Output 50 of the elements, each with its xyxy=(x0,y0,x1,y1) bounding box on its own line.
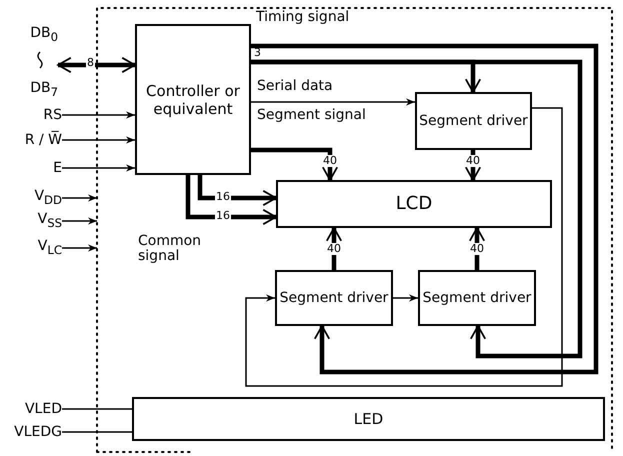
bus-arrow xyxy=(251,148,338,181)
function-block xyxy=(415,92,532,150)
signal-arrow xyxy=(245,107,563,387)
signal-arrow xyxy=(62,164,135,172)
signal-arrow xyxy=(251,98,415,106)
block-label: LED xyxy=(354,410,384,428)
block-label: Controller or equivalent xyxy=(145,82,241,118)
edge-label: 40 xyxy=(465,155,481,168)
pin-label: RS xyxy=(43,108,62,122)
edge-label: 16 xyxy=(215,191,231,204)
signal-label: Common signal xyxy=(137,234,202,265)
pin-label: DB$_{7}$ xyxy=(30,80,58,98)
pin-label: V$_{LC}$ xyxy=(38,239,62,257)
edge-label: 8 xyxy=(86,57,95,70)
function-block xyxy=(275,270,393,326)
edge-label: Timing signal xyxy=(255,10,350,26)
bus-arrow xyxy=(198,175,277,206)
bus-arrow xyxy=(186,175,277,226)
display-block xyxy=(276,180,552,228)
pin-label: VLED xyxy=(24,402,62,416)
block-label: Segment driver xyxy=(419,112,528,130)
edge-label: 40 xyxy=(322,155,338,168)
bus-arrow xyxy=(326,227,342,270)
input-arrow xyxy=(62,217,97,225)
function-block xyxy=(132,397,605,441)
signal-label: Segment signal xyxy=(256,108,367,124)
block-label: Segment driver xyxy=(280,290,388,306)
pin-label: DB$_{0}$ xyxy=(30,26,58,44)
bus-arrow xyxy=(57,56,136,74)
edge-label: Serial data xyxy=(256,79,334,94)
edge-label: 16 xyxy=(215,210,231,222)
pin-label: R / W̅ xyxy=(24,133,62,147)
bus-arrow xyxy=(468,227,486,270)
function-block xyxy=(418,270,536,326)
pin-label: V$_{DD}$ xyxy=(34,189,62,207)
edge-label: 40 xyxy=(469,243,485,256)
block-label: Segment driver xyxy=(422,290,532,306)
edge-label: 40 xyxy=(326,243,342,256)
input-arrow xyxy=(62,194,97,202)
function-block xyxy=(135,24,251,175)
pin-label: VLEDG xyxy=(14,425,62,439)
bus-arrow xyxy=(464,150,482,181)
input-arrow xyxy=(62,244,97,252)
bus-width-label: 3 xyxy=(253,47,262,60)
signal-arrow xyxy=(62,136,135,144)
pin-label: V$_{SS}$ xyxy=(38,212,62,230)
signal-arrow xyxy=(62,111,135,119)
block-label: LCD xyxy=(396,193,432,215)
signal-arrow xyxy=(393,294,418,302)
pin-label: E xyxy=(53,161,62,175)
